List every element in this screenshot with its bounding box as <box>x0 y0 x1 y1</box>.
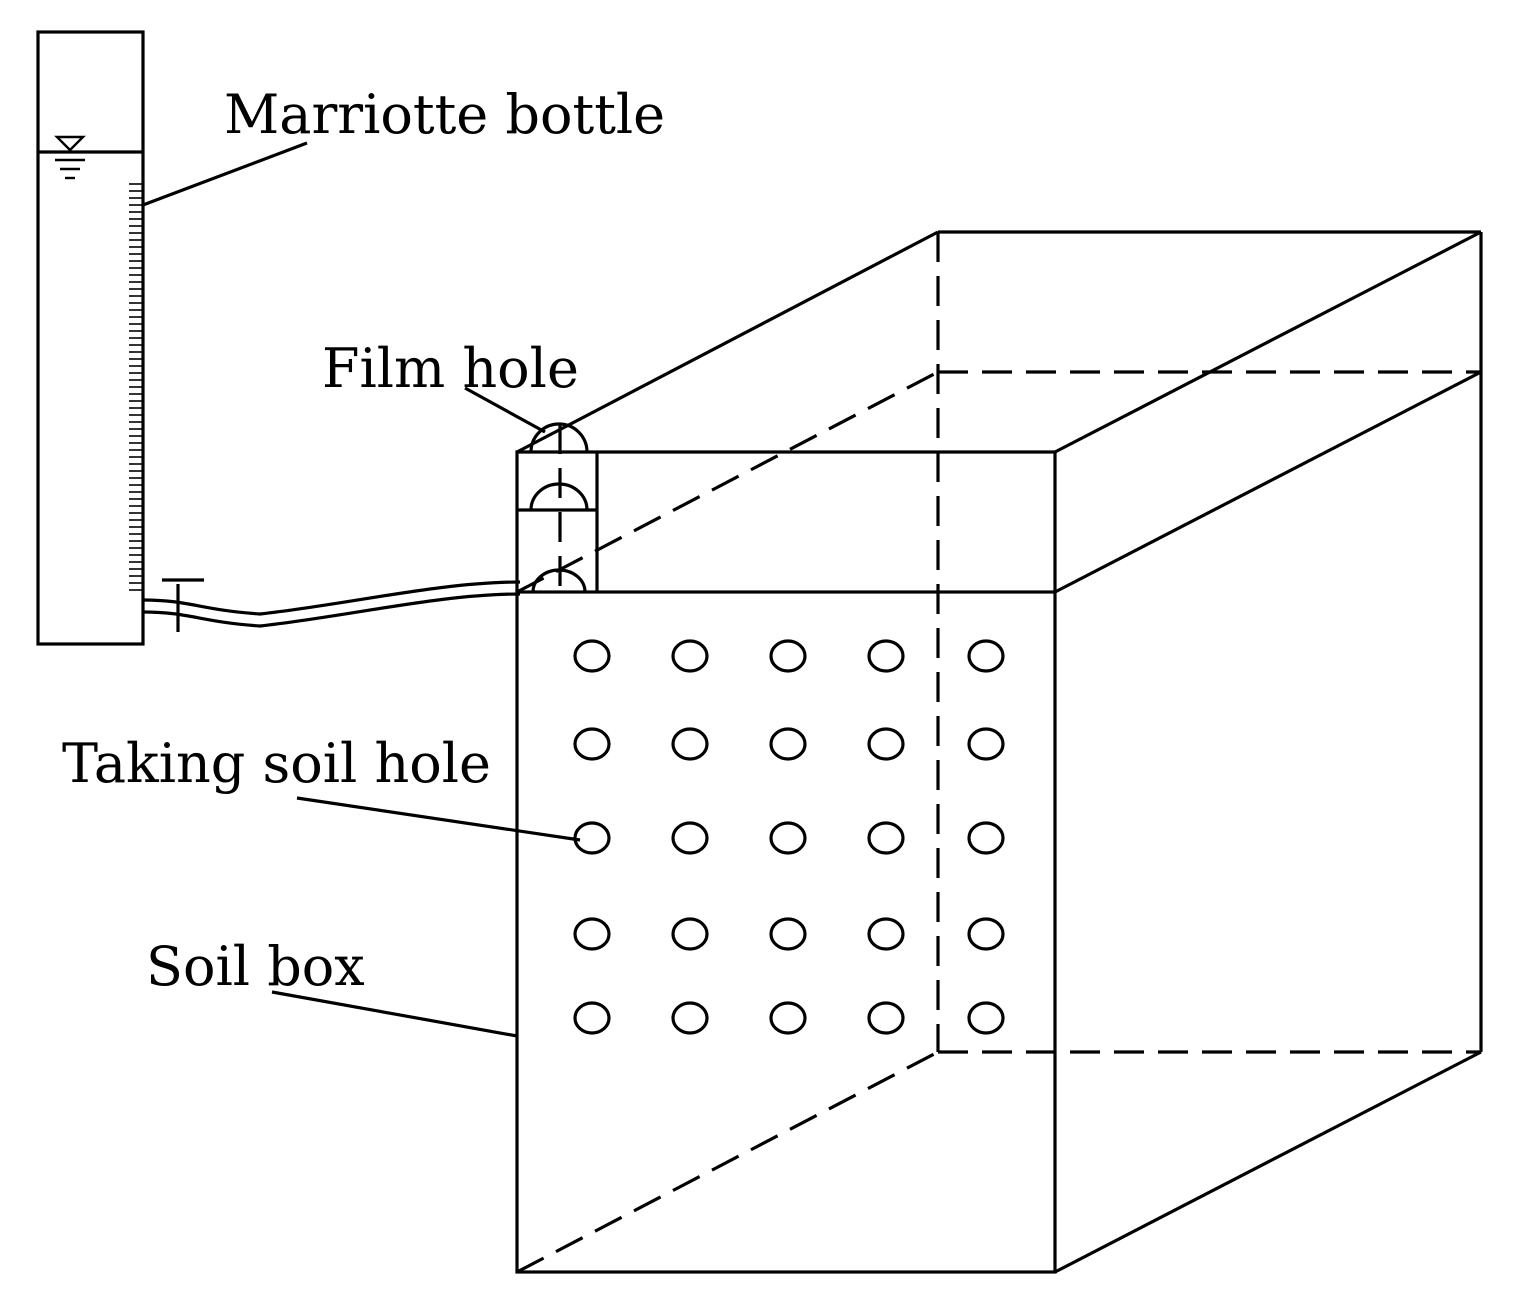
soil-hole-r4-c4 <box>867 917 905 951</box>
leader-lines <box>142 141 581 1038</box>
soil-hole-r4-c3 <box>769 917 807 951</box>
soil-hole-r2-c3 <box>769 727 807 761</box>
soil-box <box>515 230 1483 1274</box>
water-level-symbol <box>54 135 86 180</box>
soil-hole-r4-c1 <box>573 917 611 951</box>
label-film-hole: Film hole <box>322 337 579 400</box>
leader-film-hole <box>464 386 546 434</box>
soil-hole-r1-c2 <box>671 639 709 673</box>
valve-icon <box>162 578 204 632</box>
leader-taking-soil-hole <box>296 796 581 842</box>
soil-hole-r2-c1 <box>573 727 611 761</box>
film-hole <box>517 422 599 593</box>
label-marriotte-bottle: Marriotte bottle <box>224 83 665 146</box>
soil-hole-r3-c3 <box>769 821 807 855</box>
supply-pipe <box>142 578 521 632</box>
tube-lower-edge <box>142 592 521 628</box>
soil-hole-r4-c5 <box>967 917 1005 951</box>
soil-hole-r1-c1 <box>573 639 611 673</box>
soil-hole-r2-c5 <box>967 727 1005 761</box>
soil-hole-r3-c5 <box>967 821 1005 855</box>
marriotte-bottle <box>36 30 145 646</box>
soil-hole-r5-c1 <box>573 1001 611 1035</box>
soil-hole-r3-c4 <box>867 821 905 855</box>
soil-hole-r5-c4 <box>867 1001 905 1035</box>
box-upper-band <box>515 450 1057 592</box>
box-top-left-edge <box>516 230 939 454</box>
soil-hole-r5-c3 <box>769 1001 807 1035</box>
soil-hole-r3-c1 <box>573 821 611 855</box>
soil-hole-r2-c4 <box>867 727 905 761</box>
leader-soil-box <box>271 990 518 1038</box>
soil-hole-r4-c2 <box>671 917 709 951</box>
soil-hole-r2-c2 <box>671 727 709 761</box>
soil-hole-r3-c2 <box>671 821 709 855</box>
hidden-bottom-left <box>516 1050 939 1274</box>
bottle-body <box>36 30 145 646</box>
hidden-soil-surface-left <box>516 370 939 594</box>
label-soil-box: Soil box <box>146 935 365 998</box>
leader-marriotte-bottle <box>142 141 308 207</box>
soil-hole-grid <box>573 639 1005 1035</box>
soil-hole-r1-c4 <box>867 639 905 673</box>
box-front-face <box>515 590 1057 1274</box>
graduated-scale <box>129 183 143 591</box>
soil-hole-r5-c5 <box>967 1001 1005 1035</box>
label-taking-soil-hole: Taking soil hole <box>62 732 491 795</box>
soil-hole-r1-c3 <box>769 639 807 673</box>
box-bottom-right-edge <box>1054 1050 1482 1274</box>
box-top-right-edge <box>1054 230 1482 454</box>
soil-hole-r1-c5 <box>967 639 1005 673</box>
soil-hole-r5-c2 <box>671 1001 709 1035</box>
tube-upper-edge <box>142 580 521 616</box>
soil-surface-right-edge <box>1054 370 1482 594</box>
